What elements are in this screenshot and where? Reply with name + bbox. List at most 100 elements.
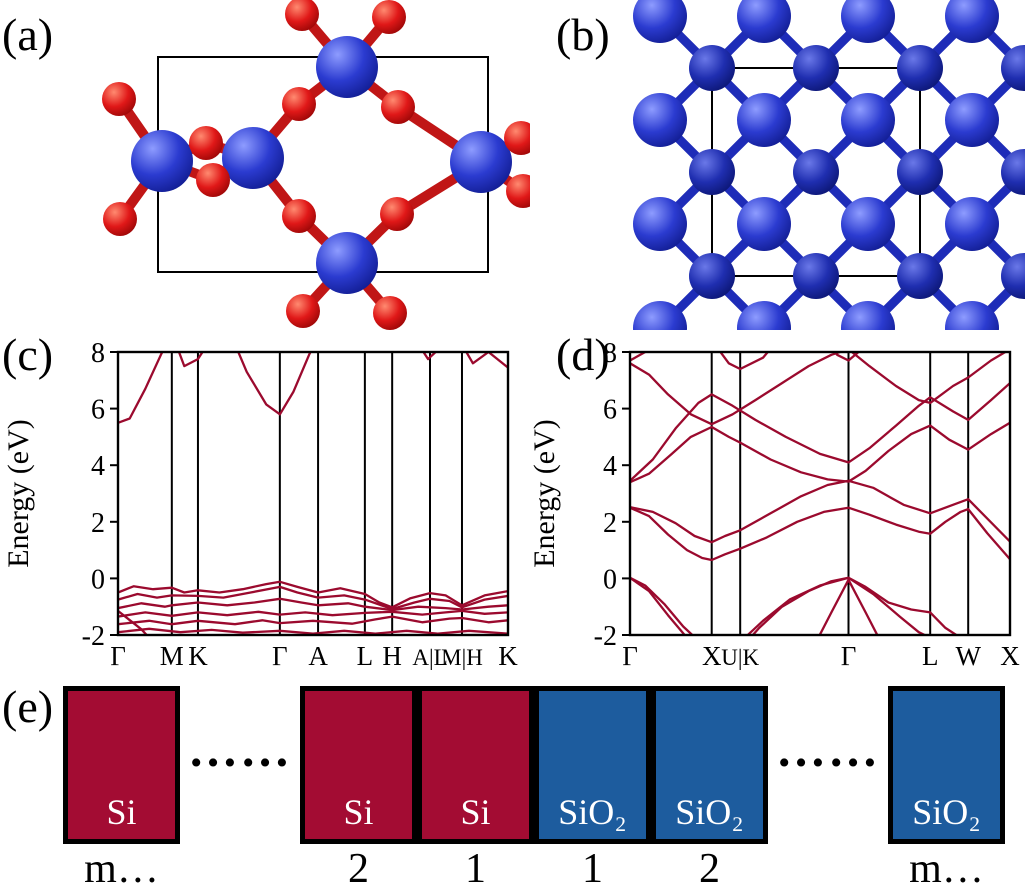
si-atom-upper-layer xyxy=(841,301,895,330)
layer-box-si-m: Si xyxy=(63,686,180,844)
layer-box-material: Si xyxy=(460,792,491,833)
sio2-crystal-structure-panel xyxy=(102,0,530,330)
o-atom xyxy=(102,82,136,116)
panel-label-d: (d) xyxy=(556,329,610,380)
y-tick-label: 2 xyxy=(603,508,617,539)
kpoint-label: K xyxy=(188,641,208,671)
ellipsis-right: …… xyxy=(776,721,880,777)
si-atom-lower-layer xyxy=(1001,149,1025,195)
si-atom xyxy=(316,232,378,294)
ellipsis-left: …… xyxy=(188,721,292,777)
panel-label-a: (a) xyxy=(2,9,54,60)
si-atom-upper-layer xyxy=(737,0,791,43)
layer-index: m… xyxy=(84,846,159,892)
o-atom xyxy=(286,294,320,328)
layer-index: 2 xyxy=(699,846,720,892)
panel-label-c: (c) xyxy=(2,329,54,380)
layer-box-material: SiO₂ xyxy=(675,792,744,833)
layer-index: 1 xyxy=(465,846,486,892)
kpoint-label: U|K xyxy=(721,645,759,670)
layer-box-si-1: Si xyxy=(417,686,534,844)
kpoint-label: L xyxy=(922,641,939,671)
si-atom-lower-layer xyxy=(1001,45,1025,91)
kpoint-label: H xyxy=(382,641,402,671)
kpoint-gridlines xyxy=(710,352,970,635)
o-atom xyxy=(103,202,137,236)
kpoint-label: M xyxy=(160,641,184,671)
kpoint-label: A xyxy=(308,641,328,671)
si-atom-upper-layer xyxy=(633,301,687,330)
o-atom xyxy=(189,126,223,160)
si-atom-upper-layer xyxy=(633,0,687,43)
layer-box-sio2-2: SiO₂ xyxy=(651,686,768,844)
si-atom-upper-layer xyxy=(841,197,895,251)
si-atom-upper-layer xyxy=(633,93,687,147)
si-atom-lower-layer xyxy=(793,253,839,299)
si-atom-lower-layer xyxy=(897,149,943,195)
y-tick-label: 8 xyxy=(91,338,105,369)
si-atom xyxy=(450,131,512,193)
si-atom-upper-layer xyxy=(945,0,999,43)
kpoint-label: W xyxy=(955,641,981,671)
si-atom-lower-layer xyxy=(689,253,735,299)
si-atom-lower-layer xyxy=(689,149,735,195)
layer-index: 2 xyxy=(348,846,369,892)
y-tick-label: 6 xyxy=(91,395,105,426)
panel-label-b: (b) xyxy=(556,9,610,60)
o-atom xyxy=(285,0,319,31)
si-atom-lower-layer xyxy=(897,45,943,91)
si-atom-lower-layer xyxy=(1001,253,1025,299)
layer-index: 1 xyxy=(582,846,603,892)
band-lines xyxy=(118,352,508,635)
si-atom-upper-layer xyxy=(737,93,791,147)
si-atom xyxy=(316,36,378,98)
si-atom-upper-layer xyxy=(737,197,791,251)
si-atom-lower-layer xyxy=(793,149,839,195)
y-tick-label: 0 xyxy=(603,564,617,595)
si-atom-upper-layer xyxy=(737,301,791,330)
y-tick-label: 8 xyxy=(603,338,617,369)
o-atom xyxy=(282,87,316,121)
kpoint-label: Γ xyxy=(272,641,288,671)
si-crystal-structure-panel xyxy=(633,0,1025,330)
kpoint-label: Γ xyxy=(841,641,857,671)
si-atom-lower-layer xyxy=(793,45,839,91)
y-tick-label: 0 xyxy=(91,564,105,595)
y-tick-label: 4 xyxy=(603,451,617,482)
si-atom-upper-layer xyxy=(945,93,999,147)
o-atom xyxy=(380,197,414,231)
panel-label-e: (e) xyxy=(2,681,54,732)
layer-box-material: SiO₂ xyxy=(558,792,627,833)
y-tick-label: 2 xyxy=(91,508,105,539)
layer-box-material: Si xyxy=(343,792,374,833)
plot-frame xyxy=(116,350,510,637)
o-atom xyxy=(282,199,316,233)
band-lines xyxy=(630,352,1010,635)
layer-box-material: SiO₂ xyxy=(912,792,981,833)
layer-box-si-2: Si xyxy=(300,686,417,844)
plot-frame xyxy=(628,350,1012,637)
si-atom-upper-layer xyxy=(945,301,999,330)
kpoint-label: M|H xyxy=(441,645,483,670)
y-tick-label: 4 xyxy=(91,451,105,482)
kpoint-label: K xyxy=(498,641,518,671)
o-atom xyxy=(381,90,415,124)
o-atom xyxy=(196,163,230,197)
y-tick-label: -2 xyxy=(82,621,105,652)
energy-axis-label: Energy (eV) xyxy=(2,419,35,568)
layer-index: m… xyxy=(909,846,984,892)
si-atom-lower-layer xyxy=(897,253,943,299)
kpoint-label: X xyxy=(702,641,722,671)
o-atom xyxy=(504,121,530,155)
kpoint-label: A|L xyxy=(412,645,447,670)
si-atom-upper-layer xyxy=(945,197,999,251)
layer-box-sio2-m: SiO₂ xyxy=(888,686,1005,844)
layer-box-material: Si xyxy=(106,792,137,833)
energy-axis-label: Energy (eV) xyxy=(530,419,561,568)
kpoint-label: L xyxy=(357,641,374,671)
kpoint-label: Γ xyxy=(622,641,638,671)
layer-box-sio2-1: SiO₂ xyxy=(534,686,651,844)
